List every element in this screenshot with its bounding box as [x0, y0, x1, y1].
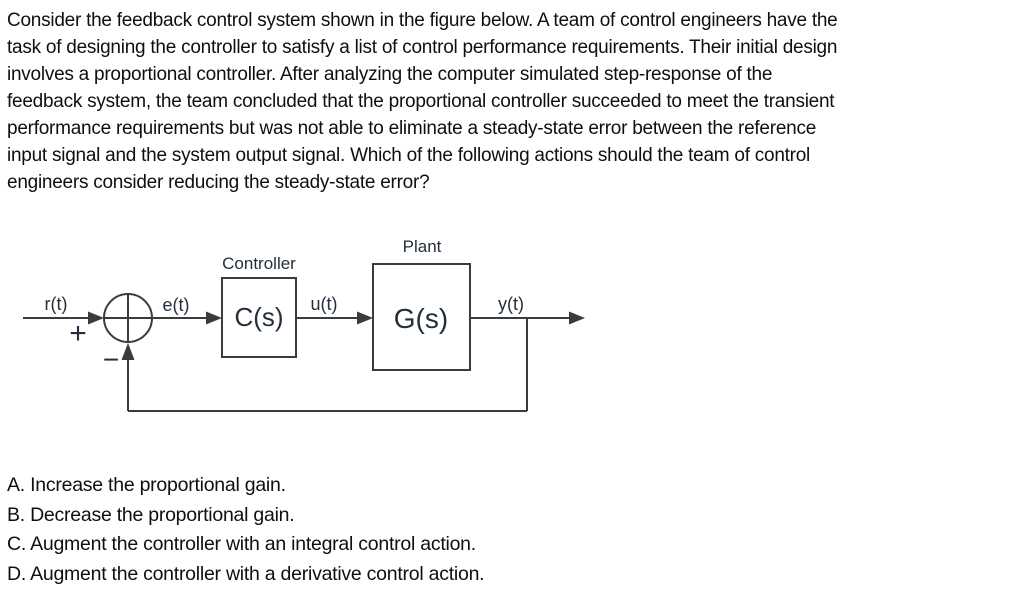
question-line: feedback system, the team concluded that…	[7, 91, 835, 112]
question-line: performance requirements but was not abl…	[7, 118, 817, 139]
control-signal-label: u(t)	[311, 294, 338, 314]
feedback-control-diagram: r(t) + − e(t) Controller C(s) u(t) Plant…	[23, 237, 585, 412]
feedback-path	[121, 318, 528, 412]
answer-options: A. Increase the proportional gain. B. De…	[7, 471, 485, 589]
error-arrowhead-icon	[206, 311, 222, 325]
question-line: involves a proportional controller. Afte…	[7, 64, 773, 85]
question-line: engineers consider reducing the steady-s…	[7, 172, 430, 193]
input-signal-label: r(t)	[45, 294, 68, 314]
plant-transfer-function: G(s)	[394, 303, 448, 334]
question-line: Consider the feedback control system sho…	[7, 10, 838, 31]
feedback-arrowhead-icon	[121, 343, 135, 360]
option-b: B. Decrease the proportional gain.	[7, 503, 295, 526]
option-c: C. Augment the controller with an integr…	[7, 533, 476, 555]
option-d: D. Augment the controller with a derivat…	[7, 562, 485, 585]
minus-sign-label: −	[103, 344, 119, 375]
question-text: Consider the feedback control system sho…	[7, 7, 1021, 196]
question-line: task of designing the controller to sati…	[7, 37, 838, 58]
controller-transfer-function: C(s)	[234, 302, 283, 332]
question-line: input signal and the system output signa…	[7, 145, 811, 166]
controller-title-label: Controller	[222, 254, 296, 273]
control-arrowhead-icon	[357, 311, 373, 325]
plant-title-label: Plant	[403, 237, 442, 256]
output-signal-label: y(t)	[498, 294, 524, 314]
summing-junction	[103, 293, 153, 343]
option-a: A. Increase the proportional gain.	[7, 474, 286, 496]
input-arrowhead-icon	[88, 311, 104, 325]
plus-sign-label: +	[69, 317, 87, 350]
error-signal-label: e(t)	[163, 295, 190, 315]
output-arrowhead-icon	[569, 311, 585, 325]
